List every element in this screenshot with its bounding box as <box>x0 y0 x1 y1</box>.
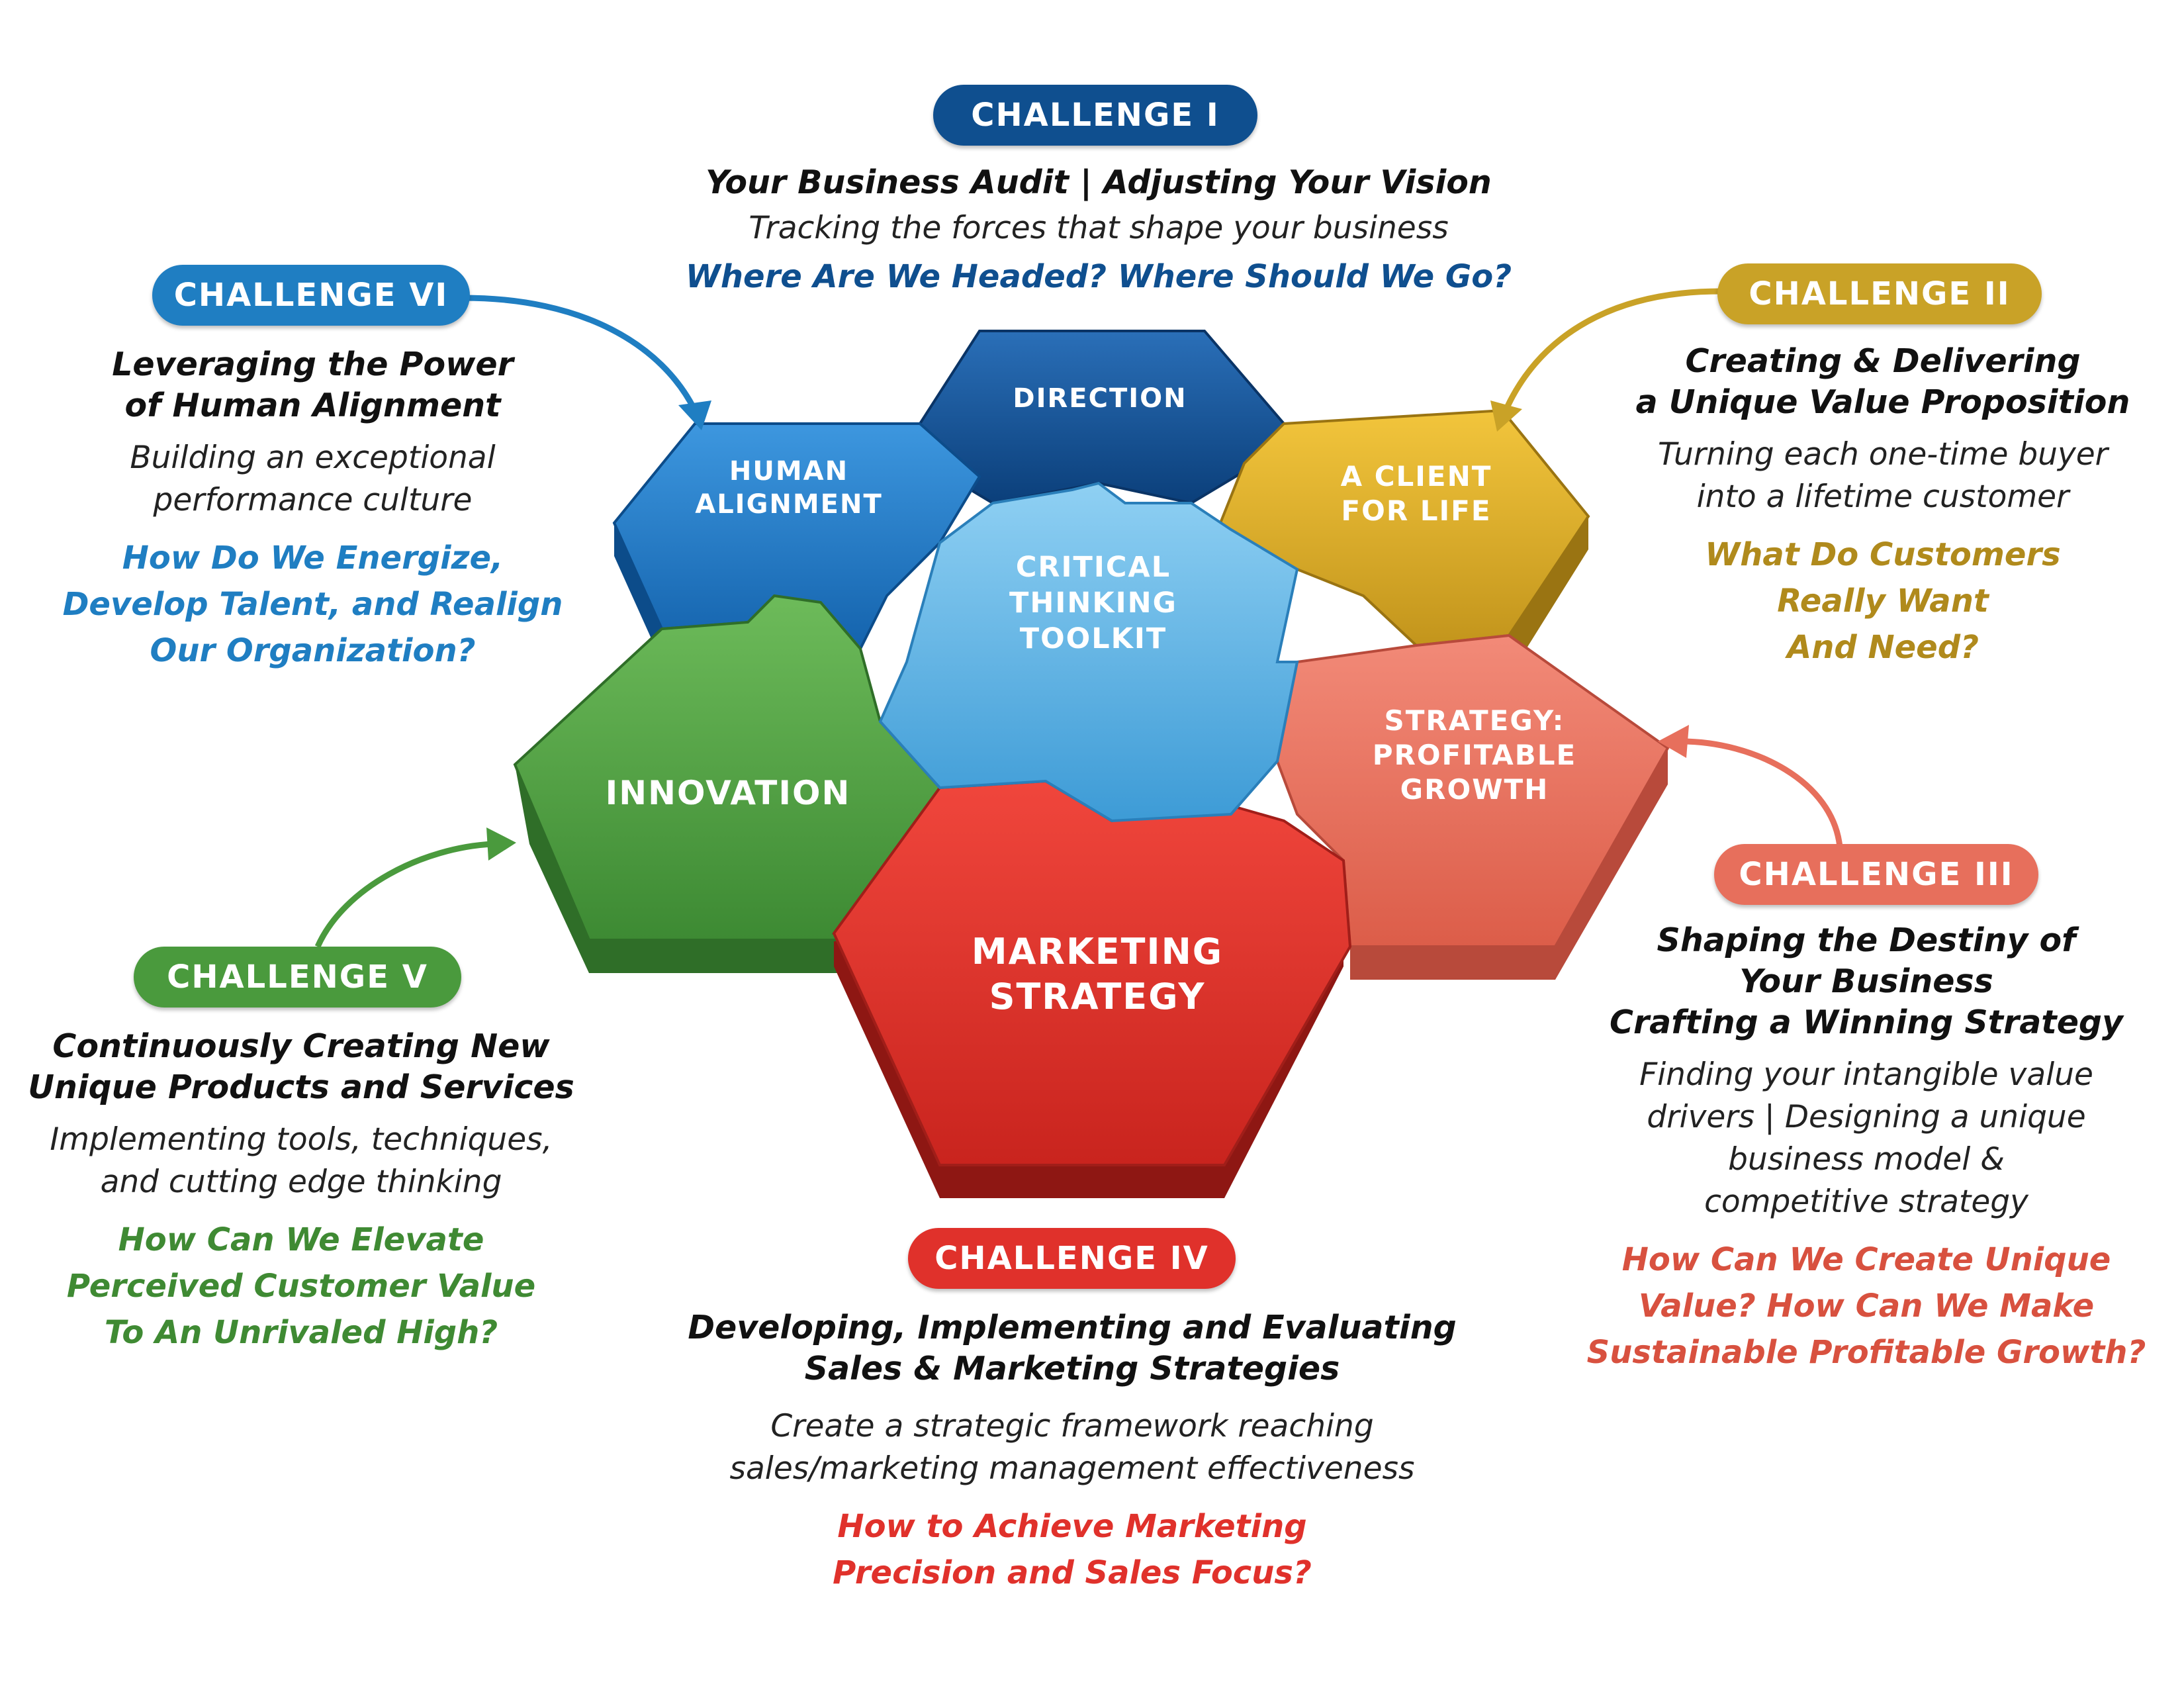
puzzle-sides <box>515 516 1668 1198</box>
innovation-line-1: INNOVATION <box>606 774 851 812</box>
challenge-6-subtitle: Building an exceptional performance cult… <box>130 440 496 518</box>
label-innovation: INNOVATION <box>606 774 851 812</box>
client-side <box>1509 516 1588 655</box>
challenge-3-title: Shaping the Destiny of Your Business Cra… <box>1610 921 2123 1041</box>
challenge-4-question: How to Achieve Marketing Precision and S… <box>833 1508 1312 1591</box>
challenge-2-badge: CHALLENGE II <box>1717 263 2042 324</box>
label-direction: DIRECTION <box>1013 383 1187 414</box>
challenge-3-question: How Can We Create Unique Value? How Can … <box>1586 1241 2146 1371</box>
innovation-side <box>515 765 860 973</box>
challenge-1-badge: CHALLENGE I <box>933 85 1257 146</box>
challenge-6-text: Leveraging the Power of Human Alignment … <box>13 344 612 674</box>
challenge-5-subtitle: Implementing tools, techniques, and cutt… <box>50 1121 553 1200</box>
strategy-growth-line-2: PROFITABLE <box>1373 739 1577 771</box>
arrows <box>314 288 1843 948</box>
critical-thinking-line-1: CRITICAL <box>1016 551 1171 584</box>
challenge-6-badge: CHALLENGE VI <box>152 265 470 326</box>
client-for-life-line-2: FOR LIFE <box>1341 494 1491 527</box>
puzzle-piece-client-for-life <box>1216 408 1590 647</box>
arrow-challenge-ii <box>1490 288 1721 432</box>
human-alignment-line-1: HUMAN <box>729 456 848 487</box>
arrow-challenge-iii <box>1658 725 1843 848</box>
challenge-3-text: Shaping the Destiny of Your Business Cra… <box>1555 920 2177 1376</box>
challenge-4-subtitle: Create a strategic framework reaching sa… <box>729 1408 1415 1487</box>
challenge-1-text: Your Business Audit | Adjusting Your Vis… <box>596 162 1602 300</box>
arrow-challenge-vi <box>463 295 711 430</box>
challenge-2-subtitle: Turning each one-time buyer into a lifet… <box>1657 436 2108 515</box>
strategy-growth-line-3: GROWTH <box>1400 773 1549 806</box>
challenge-1-question: Where Are We Headed? Where Should We Go? <box>685 258 1512 295</box>
challenge-4-badge: CHALLENGE IV <box>908 1228 1236 1289</box>
puzzle-faces <box>513 330 1670 1166</box>
challenge-5-question: How Can We Elevate Perceived Customer Va… <box>66 1221 536 1351</box>
challenge-4-text: Developing, Implementing and Evaluating … <box>635 1307 1509 1596</box>
strategy-side <box>1350 748 1668 980</box>
challenge-3-subtitle: Finding your intangible value drivers | … <box>1639 1056 2093 1220</box>
marketing-strategy-line-1: MARKETING <box>972 931 1223 972</box>
arrow-challenge-v <box>314 827 516 948</box>
challenge-6-question: How Do We Energize, Develop Talent, and … <box>62 539 563 669</box>
puzzle-piece-innovation <box>513 594 942 941</box>
challenge-2-question: What Do Customers Really Want And Need? <box>1705 536 2061 666</box>
human-alignment-line-2: ALIGNMENT <box>695 489 883 520</box>
challenge-1-subtitle: Tracking the forces that shape your busi… <box>749 210 1449 246</box>
challenge-3-badge: CHALLENGE III <box>1714 844 2038 905</box>
challenge-5-text: Continuously Creating New Unique Product… <box>7 1026 596 1356</box>
challenge-5-title: Continuously Creating New Unique Product… <box>28 1027 574 1106</box>
challenge-2-title: Creating & Delivering a Unique Value Pro… <box>1635 342 2130 421</box>
critical-thinking-line-2: THINKING <box>1009 586 1177 620</box>
strategy-growth-line-1: STRATEGY: <box>1385 704 1565 737</box>
direction-line-1: DIRECTION <box>1013 383 1187 414</box>
puzzle-piece-critical-thinking <box>878 481 1299 823</box>
human-side <box>614 523 662 662</box>
challenge-1-title: Your Business Audit | Adjusting Your Vis… <box>705 164 1492 201</box>
client-for-life-line-1: A CLIENT <box>1341 460 1492 492</box>
puzzle-piece-strategy-growth <box>1275 633 1670 948</box>
challenge-5-badge: CHALLENGE V <box>134 947 461 1008</box>
challenge-2-text: Creating & Delivering a Unique Value Pro… <box>1588 341 2177 671</box>
critical-thinking-line-3: TOOLKIT <box>1020 622 1167 655</box>
challenge-6-title: Leveraging the Power of Human Alignment <box>112 346 514 424</box>
challenge-4-title: Developing, Implementing and Evaluating … <box>688 1309 1457 1387</box>
marketing-strategy-line-2: STRATEGY <box>989 976 1206 1017</box>
